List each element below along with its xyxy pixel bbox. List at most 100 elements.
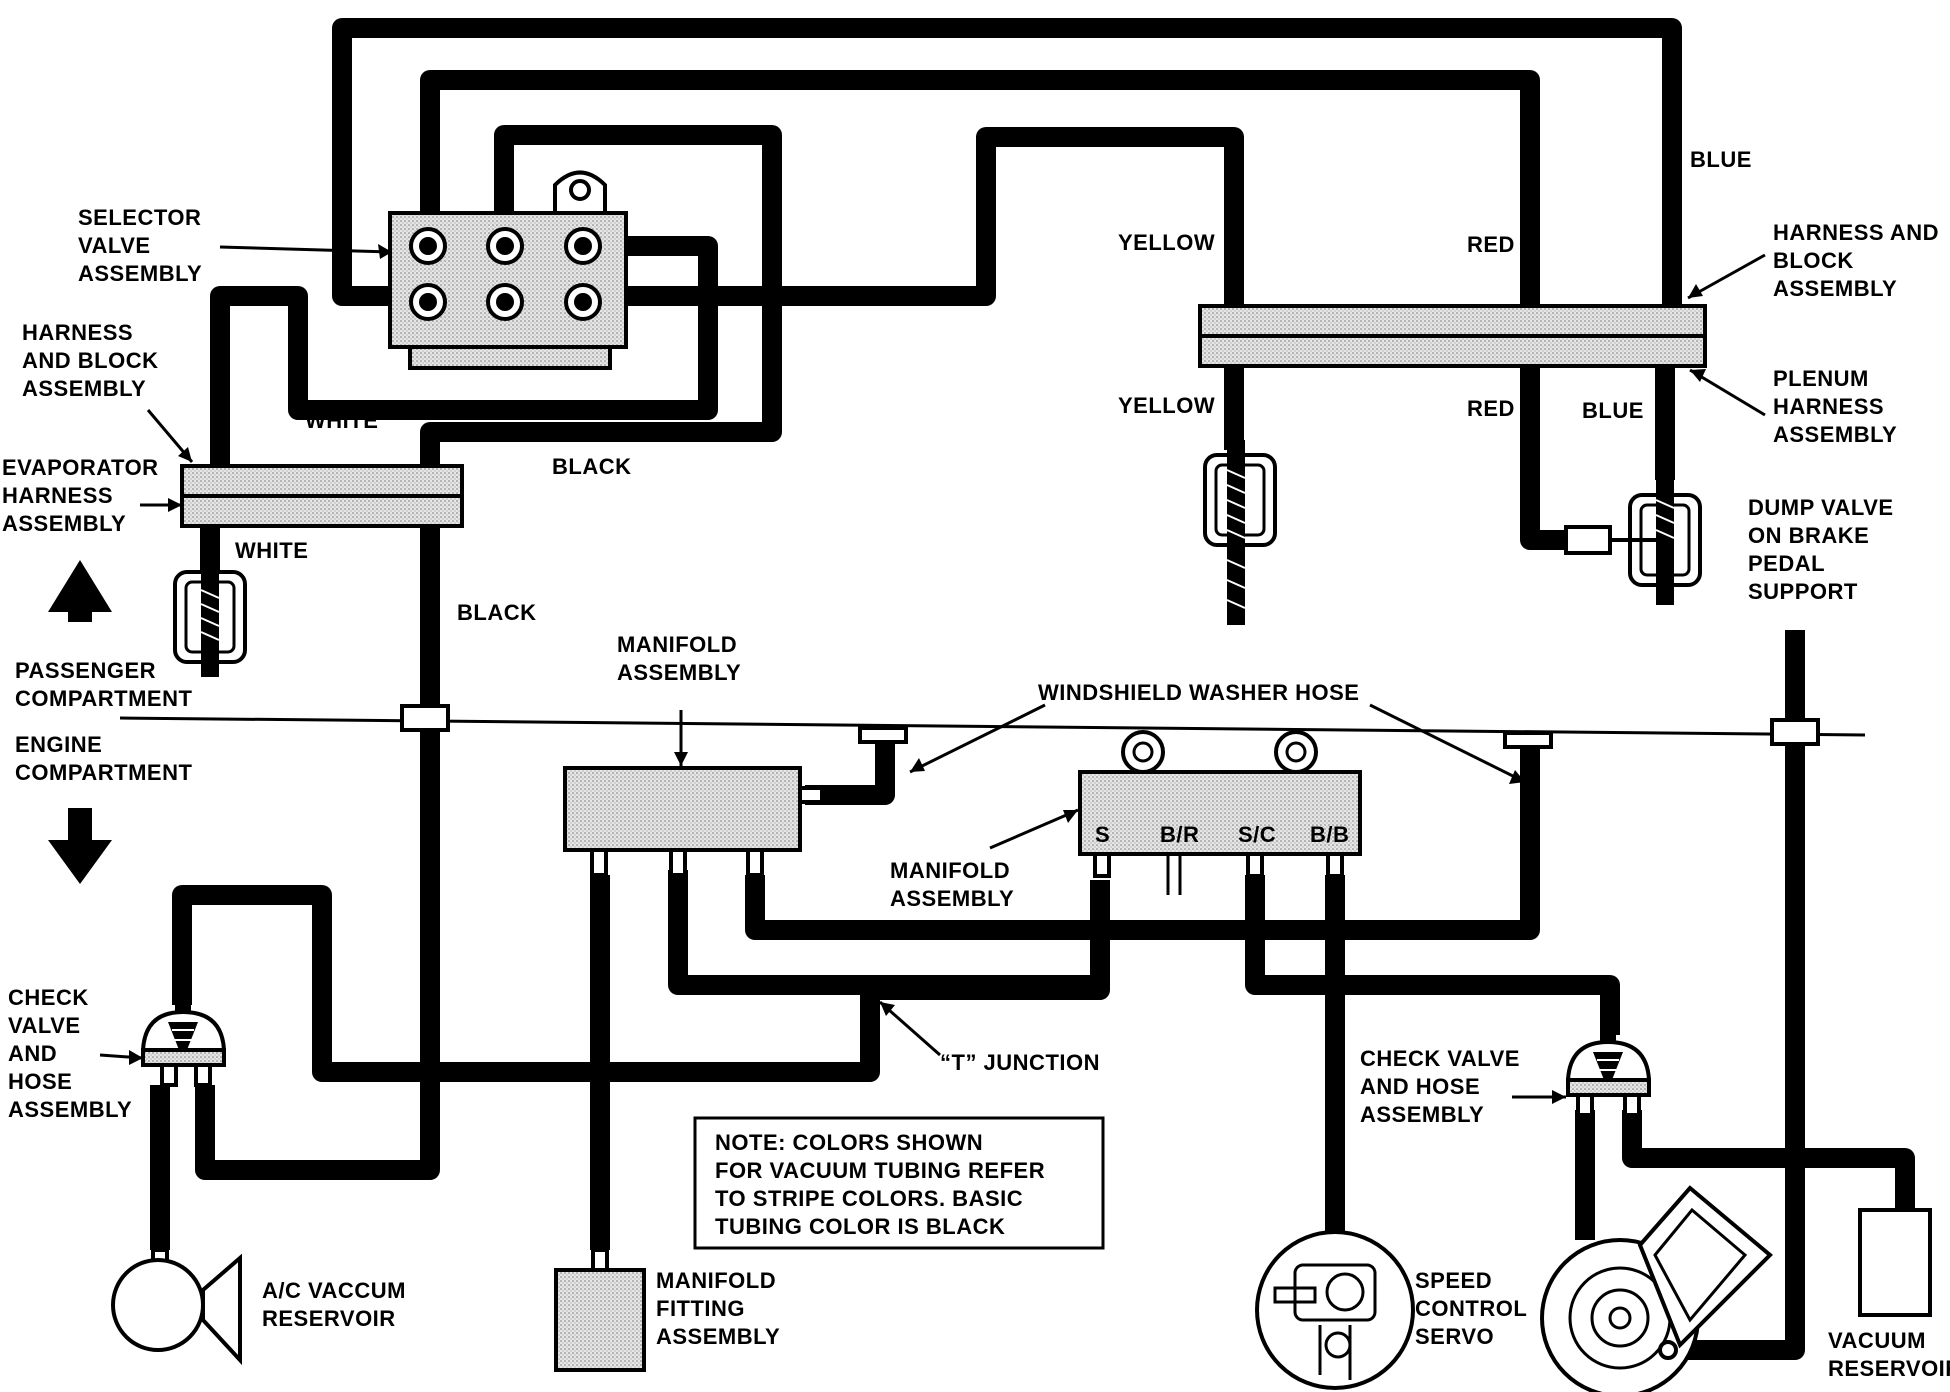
evaporator-harness-label-3: ASSEMBLY bbox=[2, 511, 126, 536]
plenum-harness-label-1: PLENUM bbox=[1773, 366, 1869, 391]
dump-valve-connector bbox=[1564, 525, 1612, 555]
passenger-direction-arrow bbox=[48, 560, 112, 622]
passenger-compartment-label-2: COMPARTMENT bbox=[15, 686, 192, 711]
windshield-washer-hose-label: WINDSHIELD WASHER HOSE bbox=[1038, 680, 1359, 705]
engine-direction-arrow bbox=[48, 808, 112, 884]
washer-hose-clip-left bbox=[858, 726, 908, 744]
speed-control-line bbox=[1245, 875, 1620, 1035]
harness-block-right-label-1: HARNESS AND bbox=[1773, 220, 1939, 245]
harness-block-left-label-2: AND BLOCK bbox=[22, 348, 159, 373]
selector-valve-assembly bbox=[388, 170, 628, 370]
white-label-lower: WHITE bbox=[235, 538, 308, 563]
check-valve-left bbox=[141, 1000, 226, 1087]
harness-block-left-label-1: HARNESS bbox=[22, 320, 133, 345]
upper-tubing bbox=[200, 18, 1682, 1078]
black-tube-loop bbox=[420, 125, 782, 1078]
plenum-harness-block bbox=[1198, 304, 1707, 368]
selector-valve-label-3: ASSEMBLY bbox=[78, 261, 202, 286]
leader-lines bbox=[99, 244, 1766, 1104]
dump-valve-label-4: SUPPORT bbox=[1748, 579, 1858, 604]
yellow-label-lower: YELLOW bbox=[1118, 393, 1215, 418]
firewall-grommet-right bbox=[1770, 718, 1820, 746]
check-valve-right bbox=[1566, 1030, 1651, 1117]
speed-control-servo-label-3: SERVO bbox=[1415, 1324, 1494, 1349]
black-label-upper: BLACK bbox=[552, 454, 632, 479]
t-junction-label: “T” JUNCTION bbox=[940, 1050, 1100, 1075]
speed-control-servo bbox=[1255, 1230, 1415, 1390]
selector-valve-label-1: SELECTOR bbox=[78, 205, 201, 230]
note-line-3: TO STRIPE COLORS. BASIC bbox=[715, 1186, 1023, 1211]
manifold-port-line-3 bbox=[745, 745, 1540, 940]
note-line-1: NOTE: COLORS SHOWN bbox=[715, 1130, 983, 1155]
left-vacuum-motor bbox=[173, 570, 247, 677]
speed-control-servo-label-2: CONTROL bbox=[1415, 1296, 1527, 1321]
harness-block-left-label-3: ASSEMBLY bbox=[22, 376, 146, 401]
dump-valve-label-2: ON BRAKE bbox=[1748, 523, 1869, 548]
manifold-fitting-label-2: FITTING bbox=[656, 1296, 745, 1321]
manifold-assembly-top bbox=[563, 766, 824, 877]
ac-vacuum-reservoir bbox=[111, 1085, 242, 1366]
check-valve-right-label-2: AND HOSE bbox=[1360, 1074, 1480, 1099]
engine-compartment-label-2: COMPARTMENT bbox=[15, 760, 192, 785]
right-vertical-tube bbox=[1660, 630, 1805, 1360]
yellow-vacuum-motor bbox=[1203, 440, 1277, 625]
diagram-labels: SELECTOR VALVE ASSEMBLY HARNESS AND BLOC… bbox=[2, 147, 1950, 1381]
manifold-fitting-assembly bbox=[554, 1248, 646, 1372]
firewall-grommet-left bbox=[400, 704, 450, 732]
selector-ports bbox=[409, 227, 602, 321]
note-box bbox=[693, 1116, 1105, 1250]
harness-block-right-label-3: ASSEMBLY bbox=[1773, 276, 1897, 301]
port-br-label: B/R bbox=[1160, 822, 1199, 847]
engine-compartment-label-1: ENGINE bbox=[15, 732, 102, 757]
red-label-lower: RED bbox=[1467, 396, 1515, 421]
manifold-fitting-label-1: MANIFOLD bbox=[656, 1268, 776, 1293]
check-valve-left-label-5: ASSEMBLY bbox=[8, 1097, 132, 1122]
manifold-assembly-top-label-1: MANIFOLD bbox=[617, 632, 737, 657]
blue-label-upper: BLUE bbox=[1690, 147, 1752, 172]
selector-valve-label-2: VALVE bbox=[78, 233, 151, 258]
evaporator-harness-label-1: EVAPORATOR bbox=[2, 455, 159, 480]
port-s-label: S bbox=[1095, 822, 1110, 847]
vacuum-reservoir-label-1: VACUUM bbox=[1828, 1328, 1926, 1353]
blue-label-lower: BLUE bbox=[1582, 398, 1644, 423]
dump-valve-label-1: DUMP VALVE bbox=[1748, 495, 1894, 520]
lower-tubing bbox=[172, 630, 1915, 1360]
ac-reservoir-label-2: RESERVOIR bbox=[262, 1306, 396, 1331]
check-valve-right-label-3: ASSEMBLY bbox=[1360, 1102, 1484, 1127]
passenger-compartment-label-1: PASSENGER bbox=[15, 658, 156, 683]
white-tube bbox=[210, 236, 718, 466]
plenum-harness-label-2: HARNESS bbox=[1773, 394, 1884, 419]
check-valve-left-label-1: CHECK bbox=[8, 985, 89, 1010]
manifold-fitting-label-3: ASSEMBLY bbox=[656, 1324, 780, 1349]
vacuum-reservoir-label-2: RESERVOIR bbox=[1828, 1356, 1950, 1381]
port-sc-label: S/C bbox=[1238, 822, 1276, 847]
white-label-upper: WHITE bbox=[305, 408, 378, 433]
washer-hose-clip-right bbox=[1503, 731, 1553, 749]
blue-tube-loop bbox=[332, 18, 1682, 310]
black-tube-engine bbox=[195, 720, 440, 1180]
check-valve-left-label-4: HOSE bbox=[8, 1069, 72, 1094]
brake-booster bbox=[1540, 1185, 1773, 1392]
harness-block-right-label-2: BLOCK bbox=[1773, 248, 1854, 273]
dump-valve-label-3: PEDAL bbox=[1748, 551, 1825, 576]
red-label-upper: RED bbox=[1467, 232, 1515, 257]
dump-valve bbox=[1564, 475, 1702, 605]
plenum-harness-label-3: ASSEMBLY bbox=[1773, 422, 1897, 447]
evaporator-harness-block bbox=[180, 464, 464, 528]
red-tube-loop bbox=[420, 70, 1540, 310]
yellow-label-upper: YELLOW bbox=[1118, 230, 1215, 255]
ac-reservoir-label-1: A/C VACCUM bbox=[262, 1278, 406, 1303]
manifold-assembly-mid bbox=[1078, 730, 1362, 895]
manifold-assembly-mid-label-2: ASSEMBLY bbox=[890, 886, 1014, 911]
manifold-port-line-2 bbox=[668, 870, 1100, 995]
red-tube-lower bbox=[1520, 366, 1570, 550]
vacuum-reservoir bbox=[1858, 1208, 1932, 1317]
washer-hose-elbow bbox=[805, 738, 895, 805]
speed-control-servo-label-1: SPEED bbox=[1415, 1268, 1492, 1293]
check-valve-to-reservoir bbox=[1622, 1110, 1915, 1212]
black-label-lower: BLACK bbox=[457, 600, 537, 625]
manifold-assembly-mid-label-1: MANIFOLD bbox=[890, 858, 1010, 883]
note-line-2: FOR VACUUM TUBING REFER bbox=[715, 1158, 1045, 1183]
manifold-assembly-top-label-2: ASSEMBLY bbox=[617, 660, 741, 685]
